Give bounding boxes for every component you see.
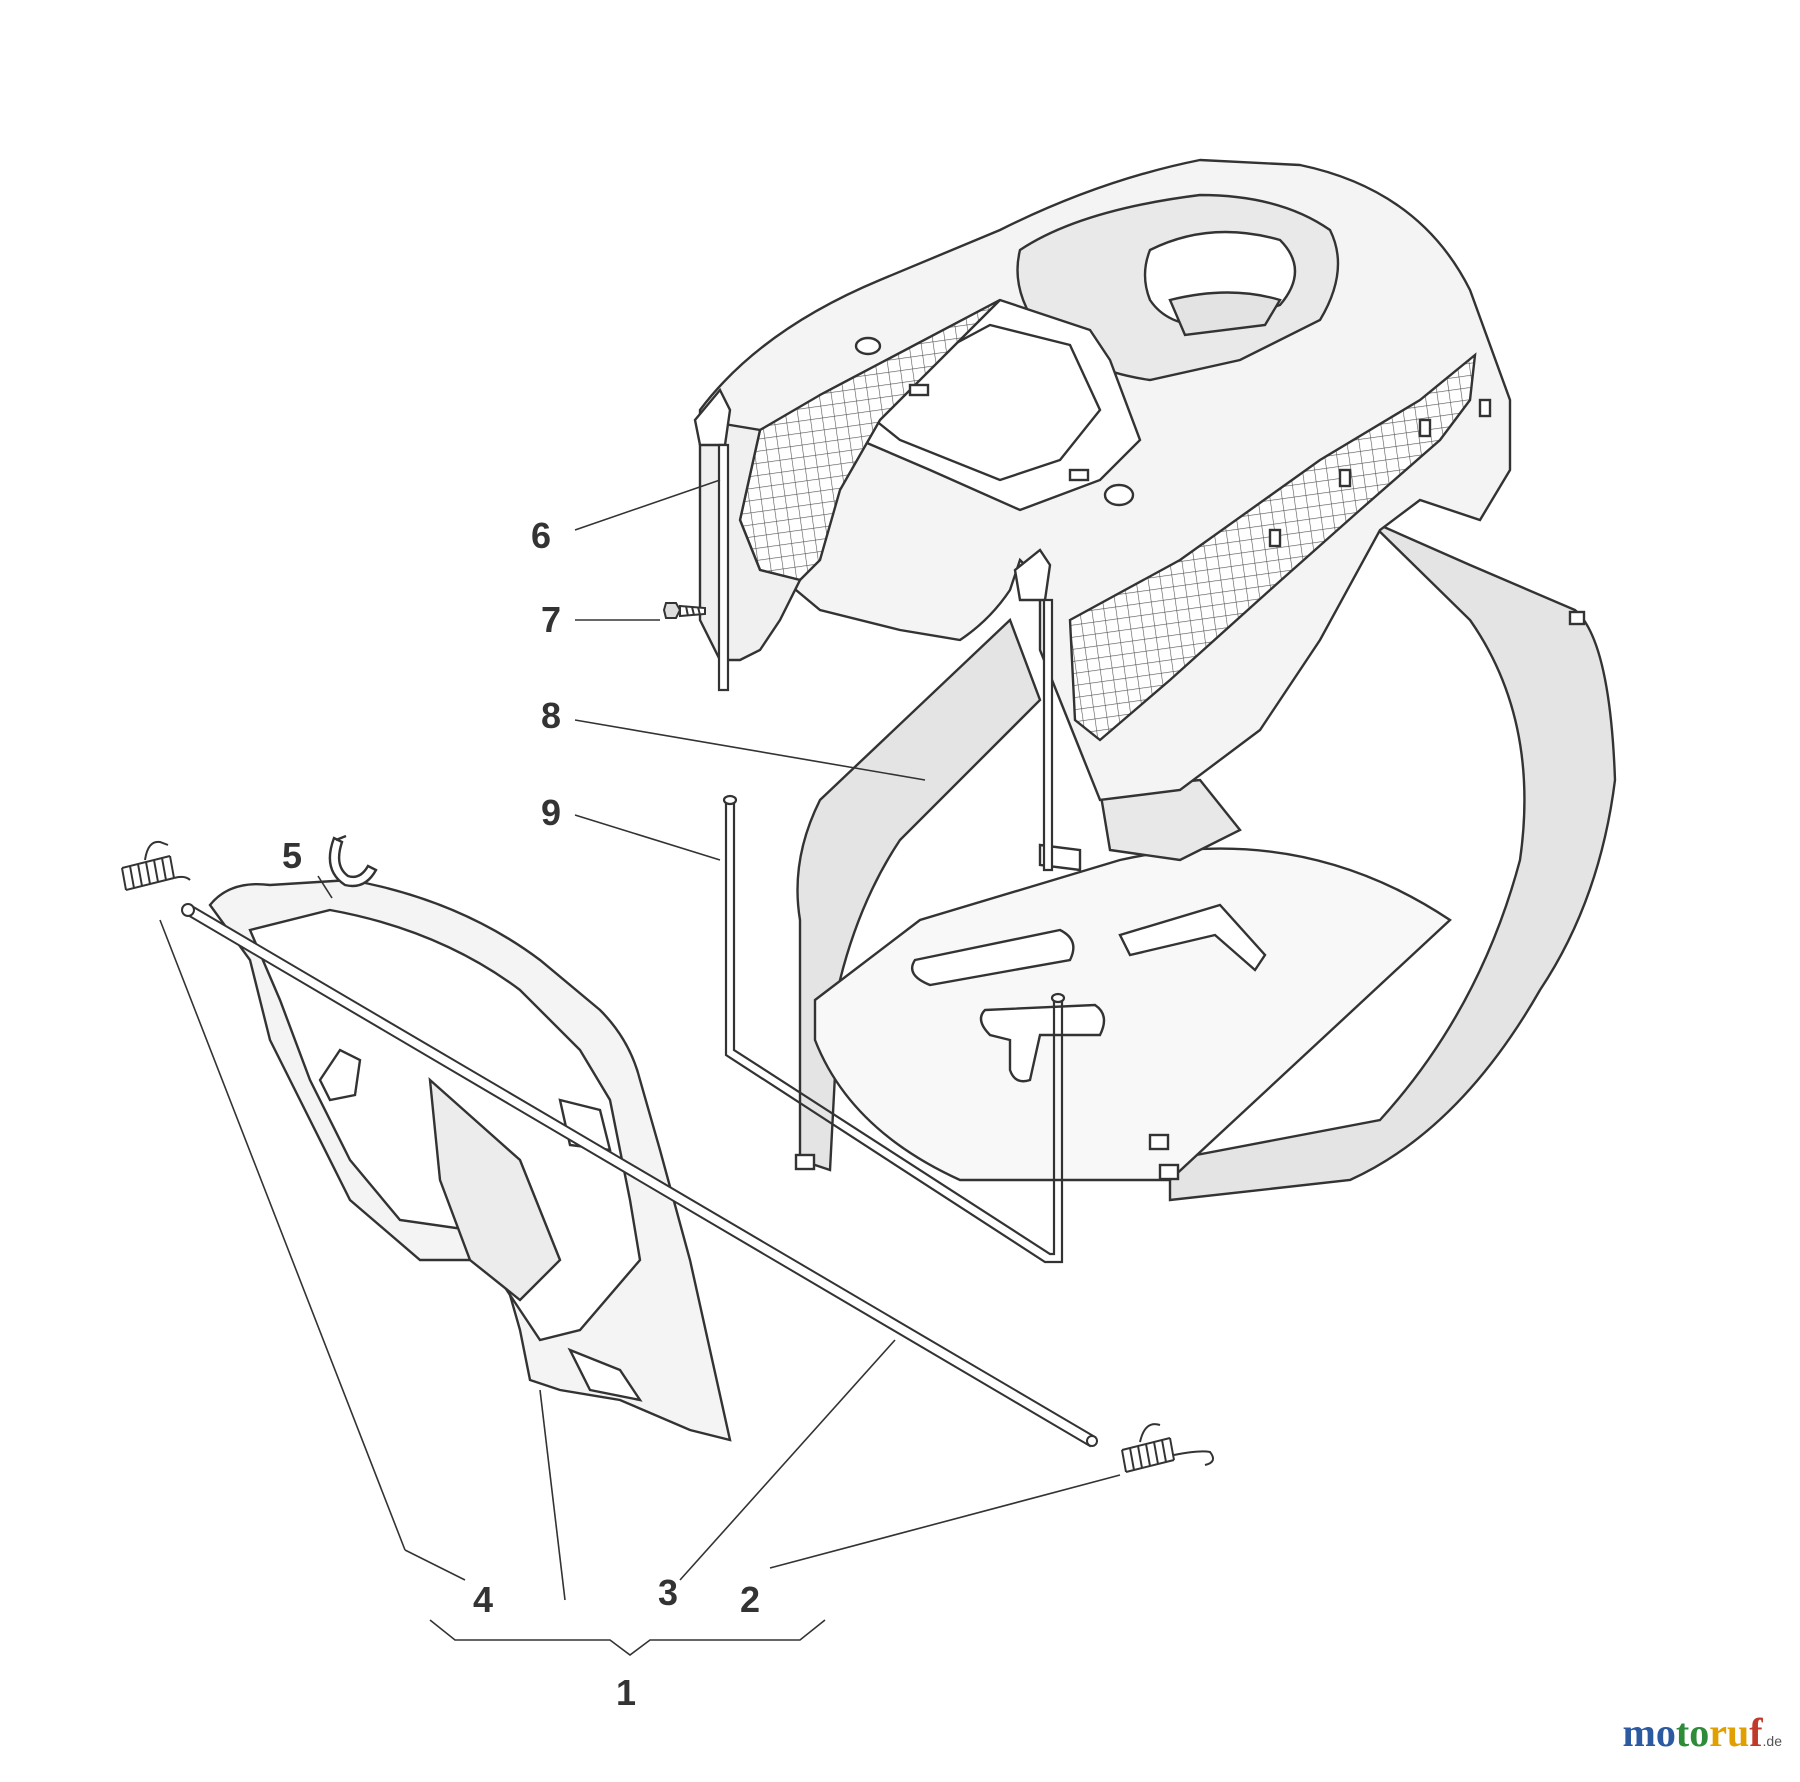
callout-5: 5 — [282, 835, 302, 876]
callout-2: 2 — [740, 1579, 760, 1620]
brand-part-3: ru — [1709, 1710, 1750, 1755]
callout-1: 1 — [616, 1672, 636, 1713]
callout-8: 8 — [541, 695, 561, 736]
upper-frame-rod — [717, 443, 1054, 872]
circlip — [328, 834, 378, 888]
brand-part-1: mo — [1622, 1710, 1676, 1755]
screw — [662, 602, 706, 619]
callout-9: 9 — [541, 792, 561, 833]
callout-labels: 6 7 8 9 5 4 3 2 1 — [282, 515, 760, 1713]
torsion-spring-left — [121, 840, 191, 891]
callout-7: 7 — [541, 599, 561, 640]
callout-3: 3 — [658, 1572, 678, 1613]
torsion-spring-right — [1121, 1423, 1215, 1473]
brand-tld: .de — [1762, 1733, 1782, 1749]
callout-6: 6 — [531, 515, 551, 556]
watermark-logo: motoruf.de — [1623, 1709, 1782, 1756]
grass-bag-top-cover — [693, 158, 1512, 802]
deflector-flap — [208, 878, 732, 1442]
callout-4: 4 — [473, 1579, 493, 1620]
leader-lines — [159, 479, 1121, 1656]
lower-frame-rod — [722, 794, 1066, 1264]
axle-rod — [181, 903, 1098, 1448]
brand-part-4: f — [1749, 1710, 1763, 1755]
grass-bag-body — [794, 518, 1617, 1202]
brand-part-2: to — [1675, 1710, 1710, 1755]
